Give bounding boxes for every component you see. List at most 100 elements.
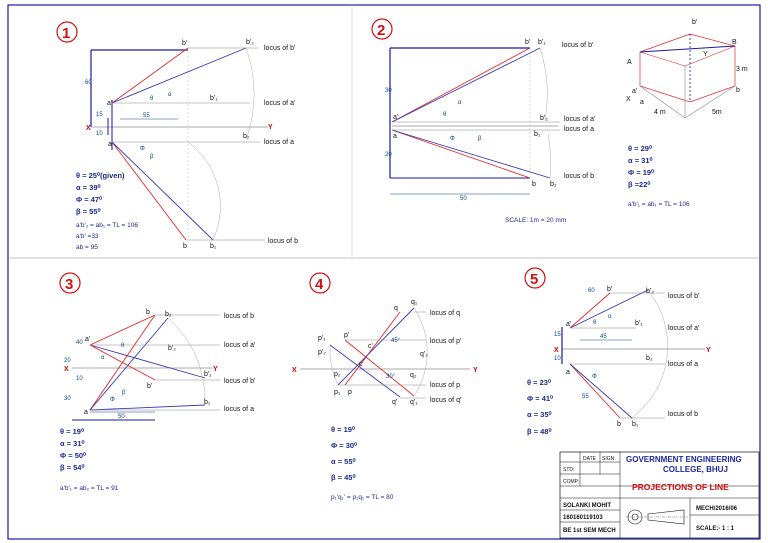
p1-label-b: b: [183, 243, 187, 250]
p3-result-phi: Φ = 50⁰: [60, 451, 87, 460]
p1-x-label: X: [86, 125, 91, 132]
p2-label-b-dash: b': [525, 39, 530, 46]
p3-label-locus-a-dash: locus of a': [224, 342, 255, 349]
p4-apparent-fv: [344, 339, 415, 397]
p4-label-p2-dash: p'₂: [318, 349, 326, 356]
iso-box-outline: [639, 33, 736, 103]
p3-dim-30: 30: [64, 396, 71, 402]
p5-label-locus-b: locus of b: [668, 411, 698, 418]
p1-label-theta: θ: [150, 96, 154, 102]
p5-dim-10: 10: [554, 356, 561, 362]
tb-std: STD:: [563, 467, 574, 473]
p1-label-a-dash: a': [107, 100, 112, 107]
p1-result-phi: Φ = 47⁰: [76, 195, 103, 204]
p1-true-tv: [111, 141, 214, 241]
p5-result-phi: Φ = 41⁰: [527, 394, 554, 403]
p2-label-theta: θ: [443, 112, 447, 118]
p3-label-b1: b₁: [204, 399, 211, 406]
iso-label-x: X: [626, 96, 631, 103]
p1-dim-15: 15: [96, 112, 103, 118]
p5-label-alpha: α: [608, 314, 612, 320]
problem-5-circle: [524, 267, 546, 289]
p3-result-theta: θ = 19⁰: [60, 427, 85, 436]
p3-label-locus-a: locus of a: [224, 406, 254, 413]
p3-apparent-fv-2: [89, 344, 156, 381]
p3-true-fv: [89, 344, 206, 379]
tb-date: DATE: [583, 456, 597, 462]
p5-label-locus-a: locus of a: [668, 361, 698, 368]
p1-label-b1-dash: b'₁: [210, 95, 218, 102]
p3-label-theta: θ: [121, 343, 125, 349]
p3-label-a-dash: a': [85, 336, 90, 343]
p4-label-q2: q₂: [410, 372, 417, 379]
p5-apparent-tv: [569, 363, 621, 419]
p4-label-p2: p₂: [334, 371, 341, 378]
iso-label-y: Y: [703, 51, 708, 58]
p5-result-alpha: α = 35⁰: [527, 410, 553, 419]
p4-result-alpha: α = 55⁰: [331, 457, 357, 466]
p5-label-b2-dash: b'₂: [646, 288, 654, 295]
p5-apparent-fv: [569, 292, 611, 329]
p1-arc-tv: [187, 141, 221, 241]
p2-label-locus-a: locus of a: [564, 126, 594, 133]
p2-label-a-dash: a': [393, 114, 398, 121]
p1-result-theta: θ = 25⁰(given): [76, 171, 125, 180]
p4-label-30: 30°: [386, 374, 396, 380]
p3-true-tv-2: [89, 404, 206, 411]
p5-label-b2: b₂: [646, 355, 653, 362]
iso-label-5m: 5m: [712, 109, 722, 116]
p4-x-label: X: [292, 367, 297, 374]
p4-result-tl: p₁'q₁' = p₁q₁ = TL = 80: [331, 494, 394, 501]
tb-title: PROJECTIONS OF LINE: [632, 482, 729, 492]
p3-result-beta: β = 54⁰: [60, 463, 85, 472]
p3-true-tv: [89, 317, 169, 411]
p1-label-b-dash: b': [182, 40, 187, 47]
iso-result-beta: β =22⁰: [628, 180, 651, 189]
p4-label-locus-p: locus of p: [430, 382, 460, 389]
p1-dim-55-label: 55: [143, 113, 150, 119]
p2-arc-fv: [539, 47, 548, 121]
p1-label-b1: b₁: [210, 243, 217, 250]
iso-label-A: A: [627, 59, 632, 66]
p5-y-label: Y: [706, 347, 711, 354]
iso-label-a-dash: a': [632, 88, 637, 95]
tb-sem: BE 1st SEM MECH: [563, 528, 616, 534]
problem-2-number: 2: [377, 22, 385, 39]
p4-label-p: p: [348, 389, 352, 396]
p1-label-locus-b-dash: locus of b': [264, 45, 295, 52]
p5-x-label: X: [554, 347, 559, 354]
p2-label-locus-b-dash: locus of b': [562, 42, 593, 49]
p3-label-alpha: α: [101, 355, 105, 361]
tb-sheet: MECH/2016/06: [696, 506, 738, 512]
p1-arc-fv: [245, 47, 255, 141]
p2-label-beta: β: [478, 136, 482, 142]
iso-label-a: a: [640, 99, 644, 106]
p5-label-phi: Φ: [592, 374, 597, 380]
p2-label-a: a: [393, 133, 397, 140]
p1-label-a: a: [108, 141, 112, 148]
p5-label-locus-b-dash: locus of b': [668, 293, 699, 300]
p3-result-alpha: α = 31⁰: [60, 439, 86, 448]
p5-label-a: a: [566, 369, 570, 376]
p4-label-locus-q-dash: locus of q': [430, 397, 461, 404]
p3-dim-50-label: 50: [118, 414, 125, 420]
p1-y-label: Y: [268, 124, 273, 131]
problem-3: 3 X Y b b₂ locus of b a' locus of a' b'₂…: [59, 272, 255, 492]
p5-result-beta: β = 48⁰: [527, 427, 552, 436]
problem-1-number: 1: [62, 25, 70, 42]
p1-true-fv: [111, 47, 247, 104]
iso-box-edge-2: [684, 45, 736, 67]
p4-label-q1: q₁: [411, 299, 418, 306]
p3-dim-40: 40: [76, 340, 83, 346]
title-block: DATE SIGN STD: COMP: GOVERNMENT ENGINEER…: [559, 451, 760, 539]
p3-x-label: X: [64, 366, 69, 373]
p1-label-locus-b: locus of b: [268, 238, 298, 245]
problem-1: 1 X Y b' b'₂ locus of b' a' b'₁ locus of…: [56, 21, 298, 251]
p1-dim-60: 60: [85, 80, 92, 86]
p1-apparent-fv: [111, 47, 189, 104]
p2-label-locus-a-dash: locus of a': [564, 116, 595, 123]
p1-apparent-tv: [111, 141, 187, 241]
iso-box-edge-5: [684, 85, 736, 119]
p2-label-alpha: α: [458, 100, 462, 106]
p3-result-tl: a'b'₁ = ab₂ = TL = 91: [60, 485, 119, 492]
